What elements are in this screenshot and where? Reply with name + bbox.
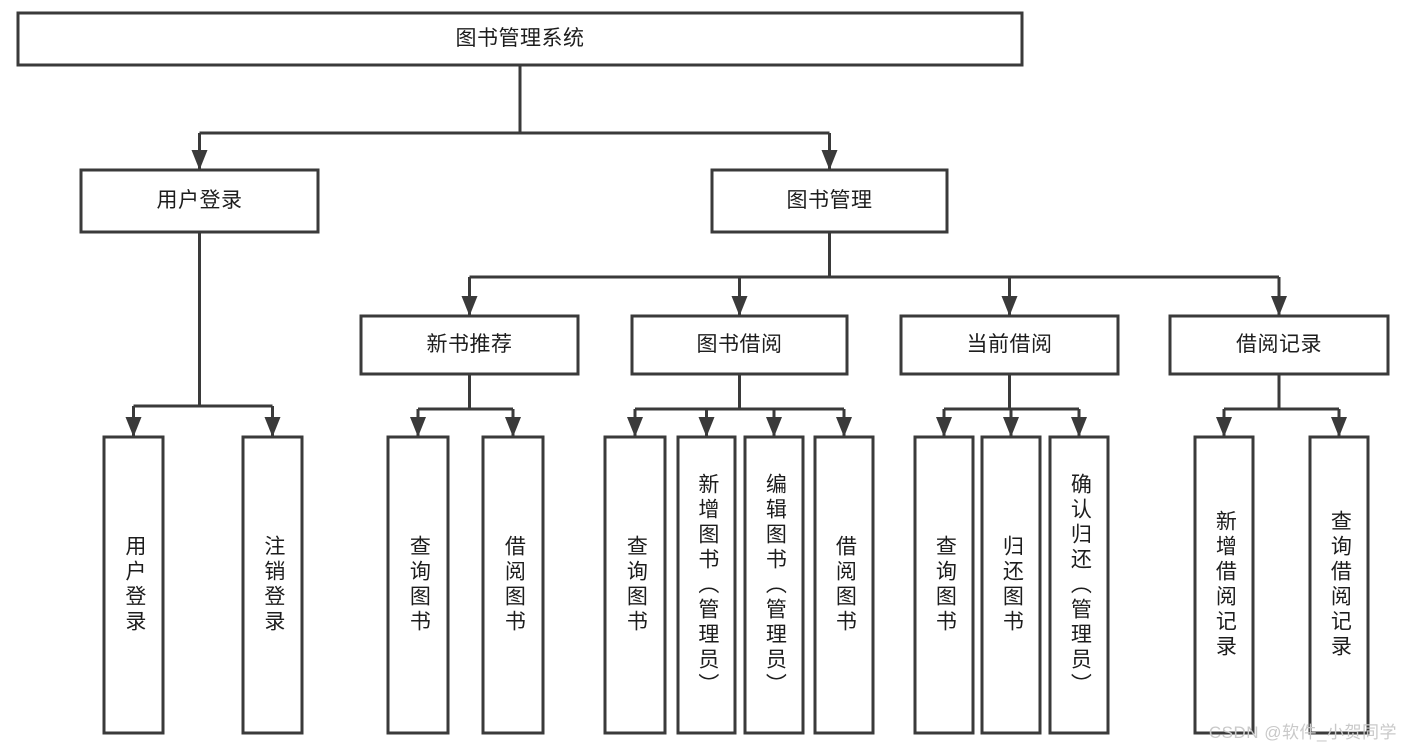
watermark-text: CSDN @软件_小贺同学 (1208, 723, 1397, 742)
node-box-user-login[interactable] (79, 168, 320, 234)
arrow-head-icon (410, 417, 426, 437)
arrow-head-icon (698, 417, 715, 437)
node-box-leaf-return-book[interactable] (980, 435, 1042, 735)
node-box-leaf-query-book-1[interactable] (386, 435, 450, 735)
node-box-current-borrow[interactable] (899, 314, 1120, 376)
node-box-leaf-borrow-book-2[interactable] (813, 435, 875, 735)
arrow-head-icon (1003, 417, 1019, 437)
node-box-book-manage[interactable] (710, 168, 949, 234)
node-box-leaf-query-record[interactable] (1308, 435, 1370, 735)
node-box-leaf-edit-book[interactable] (743, 435, 805, 735)
node-box-leaf-confirm-return[interactable] (1048, 435, 1110, 735)
node-box-leaf-add-record[interactable] (1193, 435, 1255, 735)
arrow-head-icon (766, 417, 782, 437)
arrow-head-icon (1216, 417, 1232, 437)
arrow-head-icon (936, 417, 952, 437)
arrow-head-icon (264, 417, 281, 437)
node-box-book-borrow[interactable] (630, 314, 849, 376)
connectors-layer (125, 65, 1347, 437)
arrow-head-icon (461, 296, 478, 316)
arrow-head-icon (1071, 417, 1087, 437)
arrow-head-icon (627, 417, 643, 437)
arrow-head-icon (836, 417, 852, 437)
node-box-leaf-borrow-book-1[interactable] (481, 435, 545, 735)
node-box-borrow-record[interactable] (1168, 314, 1390, 376)
boxes-layer (16, 11, 1390, 735)
arrow-head-icon (1331, 417, 1347, 437)
arrow-head-icon (505, 417, 521, 437)
arrow-head-icon (1271, 296, 1287, 316)
node-box-leaf-logout[interactable] (241, 435, 304, 735)
node-box-root[interactable] (16, 11, 1024, 67)
node-box-leaf-query-book-2[interactable] (603, 435, 667, 735)
arrow-head-icon (191, 150, 208, 170)
arrow-head-icon (821, 150, 838, 170)
node-box-leaf-add-book[interactable] (676, 435, 737, 735)
arrow-head-icon (125, 417, 142, 437)
node-box-new-book-rec[interactable] (359, 314, 580, 376)
node-box-leaf-query-book-3[interactable] (913, 435, 975, 735)
arrow-head-icon (731, 296, 748, 316)
node-box-leaf-user-login[interactable] (102, 435, 165, 735)
arrow-head-icon (1001, 296, 1018, 316)
